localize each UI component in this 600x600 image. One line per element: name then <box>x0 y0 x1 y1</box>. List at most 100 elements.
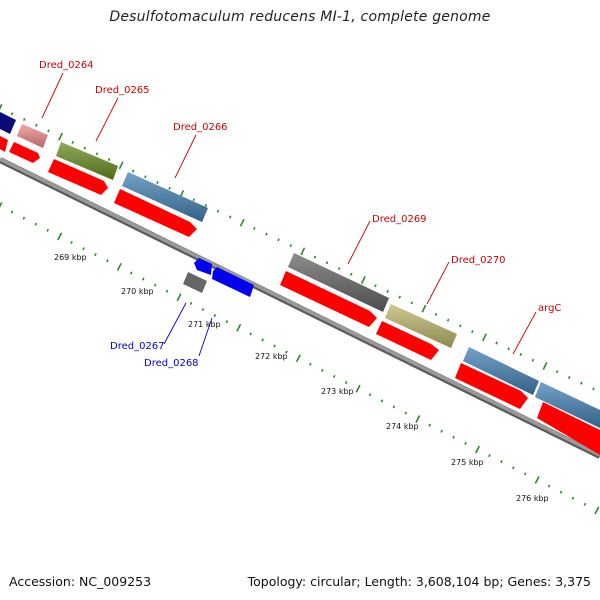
inner-tick-minor <box>392 405 396 409</box>
outer-tick-minor <box>35 123 38 127</box>
inner-tick-minor <box>452 435 455 439</box>
inner-tick-minor <box>583 502 587 506</box>
inner-tick-minor <box>130 271 133 275</box>
outer-tick-minor <box>95 152 99 156</box>
outer-tick-minor <box>386 289 389 293</box>
label-dred-0265: Dred_0265 <box>95 85 150 96</box>
inner-tick-minor <box>571 496 575 500</box>
outer-tick-minor <box>168 186 171 190</box>
inner-tick-minor <box>321 368 324 372</box>
feature-dred-0268[interactable] <box>194 258 254 297</box>
inner-tick-major <box>176 293 182 302</box>
inner-tick-minor <box>309 362 312 366</box>
outer-tick-major <box>360 276 366 284</box>
inner-tick-minor <box>500 460 503 464</box>
inner-tick-minor <box>34 222 38 226</box>
cds-arrow-2[interactable] <box>9 142 40 163</box>
label-dred-0268: Dred_0268 <box>144 358 199 369</box>
scale-label-270: 270 kbp <box>121 287 154 296</box>
cds-arrow-8[interactable] <box>537 402 600 455</box>
inner-tick-minor <box>22 216 26 220</box>
label-dred-0269: Dred_0269 <box>372 214 427 225</box>
inner-tick-minor <box>82 247 85 251</box>
outer-tick-minor <box>458 324 462 328</box>
feature-dred-0270[interactable] <box>385 304 457 348</box>
inner-tick-major <box>474 445 481 454</box>
label-dred-0270: Dred_0270 <box>451 255 506 266</box>
outer-tick-minor <box>216 209 220 213</box>
outer-tick-minor <box>10 112 14 116</box>
feature-dred-0266[interactable] <box>122 172 208 222</box>
outer-tick-minor <box>265 232 268 236</box>
inner-tick-major <box>236 323 242 332</box>
inner-tick-minor <box>94 253 97 257</box>
cds-arrow-3[interactable] <box>48 159 108 195</box>
feature-dred-0265[interactable] <box>56 142 118 180</box>
inner-tick-minor <box>189 301 193 305</box>
feature-navy[interactable] <box>0 112 16 134</box>
inner-tick-minor <box>46 228 50 232</box>
inner-tick-major <box>0 202 3 208</box>
outer-tick-minor <box>446 318 450 322</box>
inner-tick-minor <box>511 466 515 470</box>
feature-dred-0269[interactable] <box>288 253 389 312</box>
outer-tick-major <box>118 161 124 170</box>
inner-tick-minor <box>285 350 288 354</box>
inner-tick-minor <box>368 393 372 397</box>
outer-tick-minor <box>555 370 559 374</box>
outer-tick-minor <box>349 272 353 276</box>
inner-tick-minor <box>344 381 348 385</box>
outer-tick-minor <box>519 352 523 357</box>
label-argc: argC <box>538 303 561 314</box>
topology-text: Topology: circular; Length: 3,608,104 bp… <box>247 574 591 589</box>
cds-arrow-7[interactable] <box>455 363 528 409</box>
outer-tick-minor <box>337 267 341 271</box>
scale-label-274: 274 kbp <box>386 422 419 431</box>
scale-label-269: 269 kbp <box>54 253 87 262</box>
cds-arrow-5[interactable] <box>280 271 377 327</box>
outer-tick-major <box>0 104 3 110</box>
outer-tick-major <box>421 304 427 313</box>
outer-tick-minor <box>192 198 196 202</box>
inner-tick-minor <box>225 320 229 324</box>
callout-lines <box>41 72 537 357</box>
inner-tick-minor <box>153 283 157 287</box>
feature-argc[interactable] <box>463 347 600 428</box>
inner-tick-minor <box>380 399 384 403</box>
feature-dred-0264[interactable] <box>17 124 48 148</box>
map-title: Desulfotomaculum reducens MI-1, complete… <box>109 9 491 25</box>
inner-tick-minor <box>10 210 14 214</box>
inner-tick-minor <box>70 241 73 245</box>
cds-arrow-6[interactable] <box>376 321 439 360</box>
outer-tick-minor <box>22 117 26 121</box>
inner-tick-major <box>355 384 361 393</box>
inner-tick-minor <box>464 441 467 445</box>
outer-tick-major <box>300 247 306 256</box>
inner-tick-minor <box>428 423 432 427</box>
inner-tick-major <box>57 232 63 241</box>
outer-tick-minor <box>144 175 147 179</box>
cds-arrow-1[interactable] <box>0 136 8 152</box>
outer-tick-major <box>58 132 63 141</box>
outer-tick-minor <box>325 261 329 265</box>
feature-dred-0267[interactable] <box>183 272 207 293</box>
cds-arrow-4[interactable] <box>114 189 197 237</box>
outer-tick-minor <box>410 301 414 305</box>
outer-tick-minor <box>131 169 135 173</box>
outer-tick-minor <box>277 238 280 242</box>
inner-tick-minor <box>106 259 109 263</box>
inner-tick-minor <box>488 454 491 458</box>
inner-tick-minor <box>559 490 563 494</box>
outer-tick-minor <box>471 330 474 334</box>
scale-label-272: 272 kbp <box>255 352 288 361</box>
outer-tick-minor <box>567 375 571 379</box>
inner-tick-minor <box>261 338 264 342</box>
label-dred-0266: Dred_0266 <box>173 122 228 133</box>
inner-tick-minor <box>273 344 276 348</box>
inner-tick-track <box>0 202 600 515</box>
inner-tick-minor <box>213 314 217 318</box>
outer-tick-major <box>542 362 548 370</box>
inner-tick-major <box>415 415 421 424</box>
outer-tick-minor <box>107 158 111 162</box>
